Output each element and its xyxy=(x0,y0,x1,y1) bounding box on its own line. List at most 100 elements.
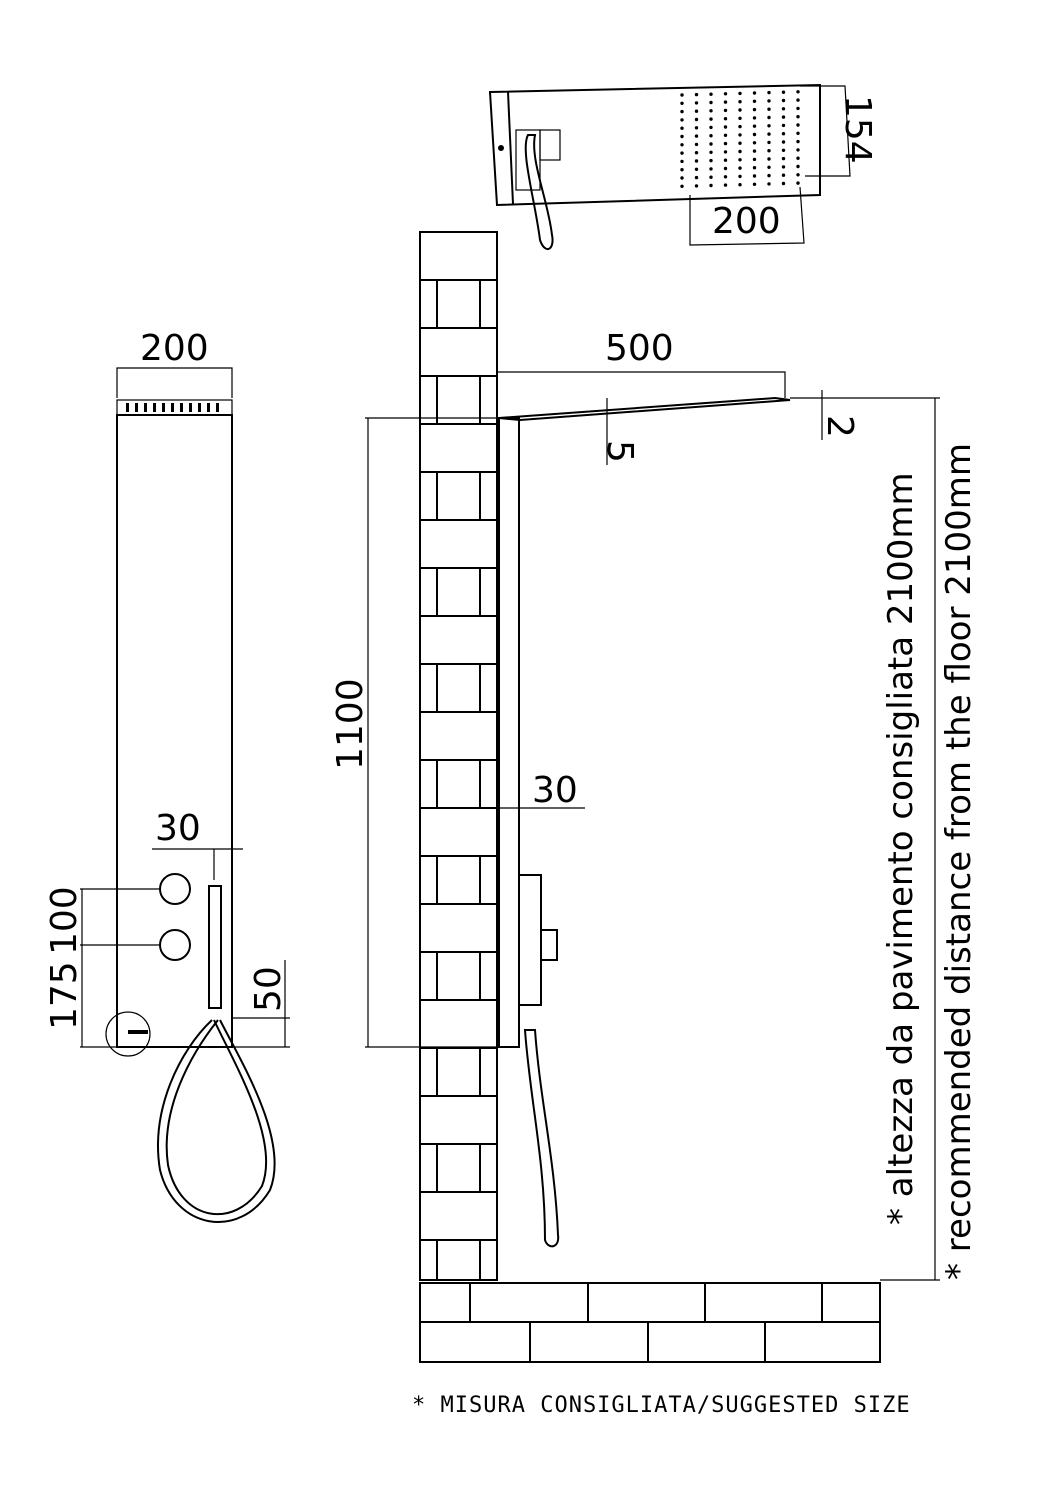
hose-plan xyxy=(524,134,554,250)
nozzle xyxy=(752,141,757,145)
jet xyxy=(126,403,129,412)
top-dim-depth: 154 xyxy=(837,95,878,164)
nozzle xyxy=(680,118,684,122)
nozzle xyxy=(738,100,742,104)
mixer-side xyxy=(518,874,542,1006)
nozzle xyxy=(738,166,742,170)
nozzle xyxy=(796,148,800,152)
nozzle xyxy=(767,99,771,103)
jet xyxy=(216,403,219,412)
nozzle xyxy=(767,132,771,136)
nozzle xyxy=(680,176,684,180)
nozzle xyxy=(781,123,786,128)
nozzle xyxy=(723,175,728,179)
nozzle xyxy=(781,107,786,111)
nozzle xyxy=(709,134,713,138)
hose-side xyxy=(523,1029,560,1248)
front-dim-hand: 50 xyxy=(248,966,289,1012)
nozzle xyxy=(781,148,786,152)
nozzle xyxy=(709,158,713,163)
nozzle xyxy=(767,165,771,169)
nozzle xyxy=(796,164,800,169)
nozzle xyxy=(796,139,800,144)
side-dim-edge: 2 xyxy=(819,415,860,438)
top-dim-width: 200 xyxy=(712,201,781,242)
front-dim-width: 200 xyxy=(140,328,209,369)
nozzle xyxy=(781,115,786,119)
nozzle xyxy=(694,92,699,97)
detail-circle xyxy=(105,1011,151,1057)
nozzle xyxy=(752,107,757,112)
nozzle xyxy=(709,100,713,105)
nozzle xyxy=(738,116,742,121)
nozzle xyxy=(709,117,713,121)
nozzle xyxy=(752,182,757,186)
nozzle xyxy=(738,149,742,154)
nozzle xyxy=(781,165,786,169)
nozzle xyxy=(694,109,699,113)
top-view: 200 154 xyxy=(488,83,878,250)
nozzle xyxy=(767,107,771,111)
nozzle xyxy=(723,100,728,104)
nozzle xyxy=(694,142,699,147)
side-dim-height: 1100 xyxy=(330,678,371,770)
nozzle xyxy=(694,159,699,163)
nozzle xyxy=(709,125,713,130)
nozzle xyxy=(680,184,684,188)
nozzle xyxy=(680,126,684,130)
note-english: * recommended distance from the floor 21… xyxy=(939,443,979,1280)
nozzle xyxy=(738,158,742,162)
nozzle xyxy=(723,150,728,154)
nozzle xyxy=(752,124,757,128)
nozzle xyxy=(723,133,728,137)
mixer-knob-upper xyxy=(159,873,191,905)
nozzle xyxy=(767,149,771,153)
nozzle xyxy=(680,159,684,164)
nozzle xyxy=(752,157,757,162)
shower-arm xyxy=(498,396,791,422)
nozzle xyxy=(796,173,800,177)
nozzle xyxy=(752,166,757,170)
nozzle xyxy=(694,184,699,188)
nozzle xyxy=(767,90,771,95)
panel-side xyxy=(498,417,520,1048)
nozzle xyxy=(752,116,757,120)
nozzle xyxy=(796,156,800,160)
nozzle xyxy=(680,101,684,106)
shower-head-plan xyxy=(488,83,821,207)
nozzle xyxy=(723,117,728,121)
nozzle xyxy=(796,106,800,111)
jet xyxy=(189,403,192,412)
nozzle xyxy=(752,132,757,137)
nozzle xyxy=(796,131,800,135)
nozzle xyxy=(781,173,786,177)
nozzle xyxy=(680,134,684,139)
footer-note: * MISURA CONSIGLIATA/SUGGESTED SIZE xyxy=(412,1393,911,1418)
nozzle xyxy=(723,92,728,96)
top-jets xyxy=(126,403,219,412)
nozzle xyxy=(709,183,713,188)
nozzle xyxy=(738,124,742,129)
nozzle xyxy=(709,175,713,179)
jet xyxy=(198,403,201,412)
mixer-knob-lower xyxy=(159,929,191,961)
brick-floor xyxy=(419,1282,881,1363)
nozzle xyxy=(752,91,757,95)
nozzle xyxy=(781,181,786,186)
panel-front xyxy=(116,414,233,1048)
nozzle xyxy=(781,156,786,161)
nozzle xyxy=(680,143,684,147)
nozzle xyxy=(694,167,699,171)
note-italian: * altezza da pavimento consigliata 2100m… xyxy=(881,472,921,1225)
nozzle xyxy=(781,132,786,136)
front-dim-lower: 175 xyxy=(44,961,85,1030)
nozzle xyxy=(738,108,742,112)
nozzle xyxy=(694,175,699,180)
nozzle xyxy=(723,166,728,171)
nozzle xyxy=(767,157,771,161)
nozzle xyxy=(767,173,771,178)
jet xyxy=(207,403,210,412)
jet xyxy=(162,403,165,412)
side-view: 500 5 2 1100 30 * altezza da pavimento c… xyxy=(330,231,979,1363)
jet xyxy=(180,403,183,412)
